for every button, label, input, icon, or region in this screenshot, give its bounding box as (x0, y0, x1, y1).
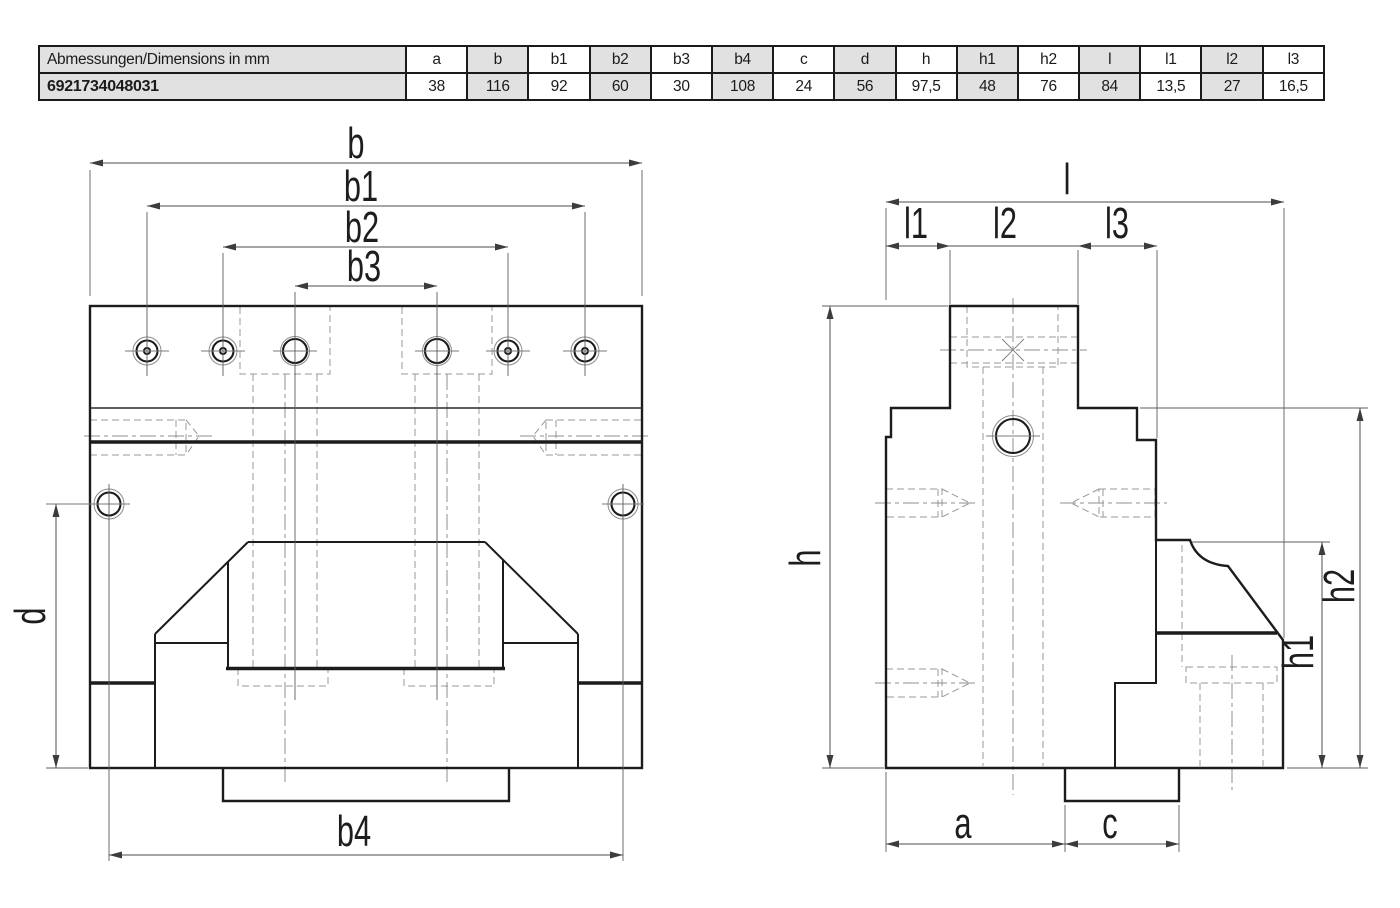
value-h1: 48 (955, 72, 1019, 101)
hidden-set-screw (1060, 488, 1167, 518)
value-b3: 30 (649, 72, 713, 101)
front-body-outline (88, 304, 644, 770)
dim-label-b2: b2 (345, 204, 379, 253)
col-header-b3: b3 (649, 45, 713, 74)
value-c: 24 (772, 72, 836, 101)
value-l3: 16,5 (1261, 72, 1326, 101)
value-a: 38 (404, 72, 469, 101)
col-header-b4: b4 (710, 45, 775, 74)
dim-label-h1: h1 (1275, 635, 1324, 669)
hidden-set-screw (875, 488, 977, 518)
mounting-holes-row (125, 336, 607, 366)
value-b1: 92 (527, 72, 591, 101)
front-bottom-key (221, 768, 511, 803)
col-header-c: c (772, 45, 836, 74)
dim-label-l3: l3 (1105, 200, 1129, 249)
value-h2: 76 (1016, 72, 1081, 101)
col-header-l1: l1 (1139, 45, 1203, 74)
table-title-cell: Abmessungen/Dimensions in mm (38, 45, 407, 74)
dim-label-h2: h2 (1316, 569, 1365, 603)
col-header-b2: b2 (588, 45, 652, 74)
dim-label-l: l (1064, 156, 1071, 205)
dim-label-h: h (782, 549, 831, 566)
side-bottom-key (1063, 768, 1181, 803)
dim-label-c: c (1102, 800, 1117, 849)
col-header-b1: b1 (527, 45, 591, 74)
value-h: 97,5 (894, 72, 958, 101)
col-header-d: d (833, 45, 897, 74)
col-header-l: l (1078, 45, 1142, 74)
hidden-set-screw-left (84, 419, 212, 456)
dim-label-a: a (954, 800, 972, 849)
hidden-counterbore (1181, 545, 1278, 790)
value-b2: 60 (588, 72, 652, 101)
dim-label-b4: b4 (337, 808, 371, 857)
table-header-row: Abmessungen/Dimensions in mm a b b1 b2 b… (38, 45, 1326, 74)
hidden-set-screw (875, 668, 977, 698)
front-view: b b1 b2 b3 b4 d (7, 120, 648, 861)
col-header-h2: h2 (1016, 45, 1081, 74)
col-header-l3: l3 (1261, 45, 1326, 74)
dim-label-b: b (347, 120, 364, 169)
dimensions-table: Abmessungen/Dimensions in mm a b b1 b2 b… (38, 45, 1326, 101)
part-number-cell: 6921734048031 (38, 72, 407, 101)
hidden-set-screw-right (520, 419, 648, 456)
dim-label-d: d (7, 607, 56, 624)
side-body-outline (884, 304, 1285, 770)
dim-label-l2: l2 (993, 200, 1017, 249)
col-header-b: b (466, 45, 530, 74)
table-value-row: 6921734048031 38 116 92 60 30 108 24 56 … (38, 72, 1326, 101)
col-header-l2: l2 (1200, 45, 1264, 74)
value-b: 116 (466, 72, 530, 101)
value-b4: 108 (710, 72, 775, 101)
clamp-hole (986, 415, 1040, 457)
value-l1: 13,5 (1139, 72, 1203, 101)
dim-label-l1: l1 (904, 200, 928, 249)
value-l: 84 (1078, 72, 1142, 101)
value-l2: 27 (1200, 72, 1264, 101)
dim-label-b1: b1 (344, 163, 378, 212)
col-header-h1: h1 (955, 45, 1019, 74)
dim-label-b3: b3 (347, 243, 381, 292)
value-d: 56 (833, 72, 897, 101)
col-header-h: h (894, 45, 958, 74)
side-view: l l1 l2 l3 h h1 h2 a c (782, 156, 1368, 852)
col-header-a: a (404, 45, 469, 74)
